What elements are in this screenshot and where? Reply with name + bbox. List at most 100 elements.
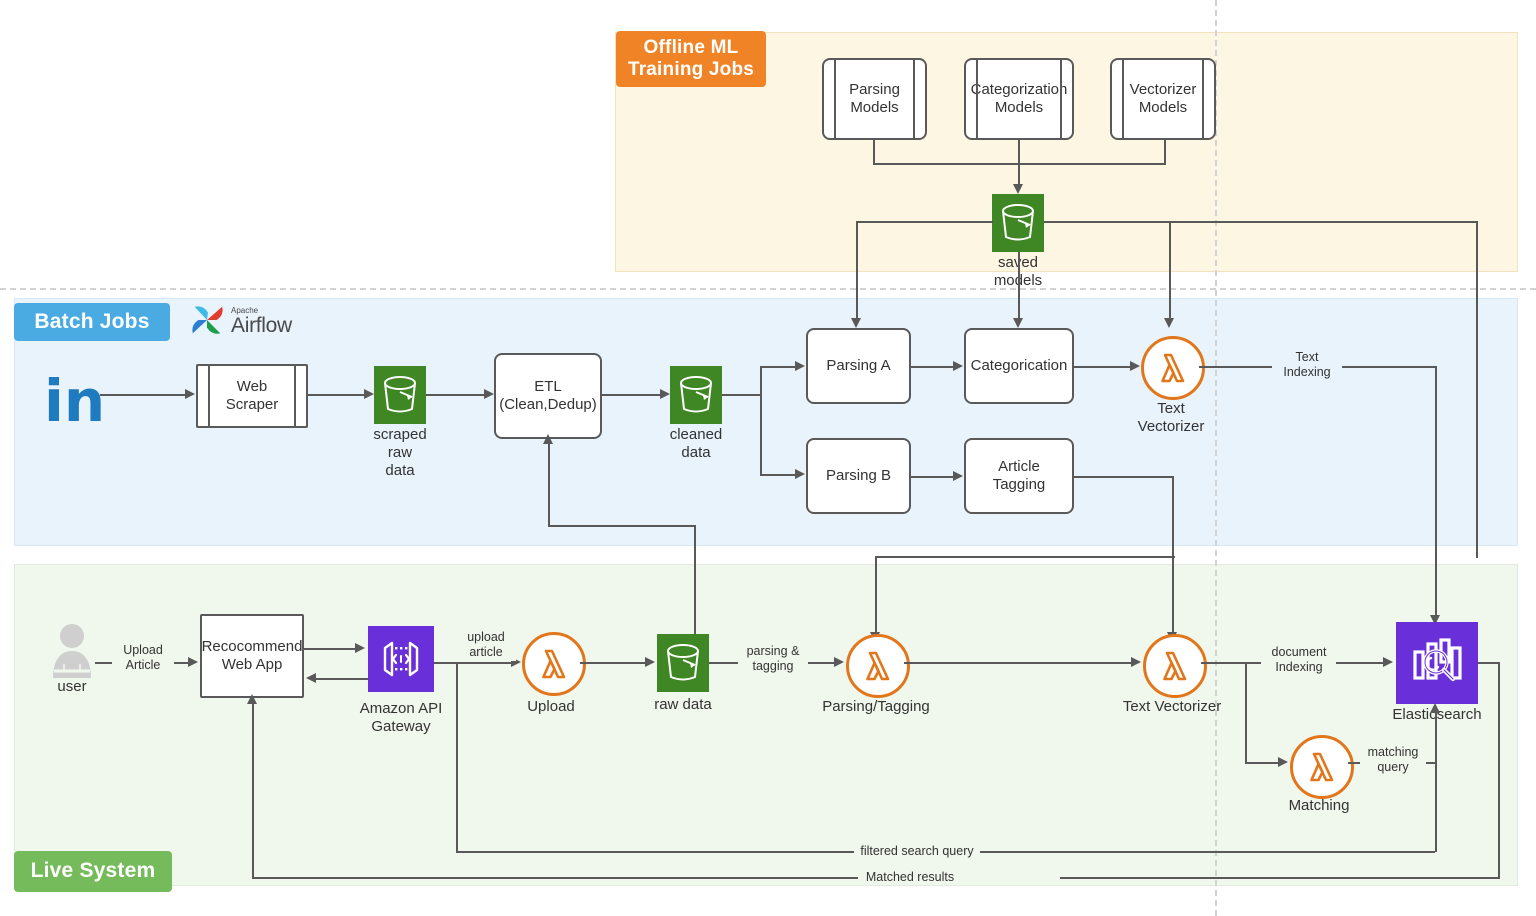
node-etl[interactable]: ETL (Clean,Dedup) bbox=[494, 353, 602, 439]
arrow-parsing-a bbox=[795, 361, 805, 371]
node-user-actor[interactable] bbox=[50, 622, 94, 683]
label-matched-results: Matched results bbox=[858, 870, 962, 886]
edge-saved-right-v bbox=[1476, 221, 1478, 558]
parsing-b-label: Parsing B bbox=[825, 466, 892, 484]
api-gateway-icon bbox=[383, 641, 419, 677]
edge-matching-query-h1 bbox=[1348, 762, 1366, 764]
edge-split-to-parsing-a bbox=[760, 366, 796, 368]
edge-linkedin-scraper bbox=[100, 394, 186, 396]
s3-bucket-icon bbox=[384, 376, 416, 413]
edge-saved-center-v bbox=[1018, 252, 1020, 321]
edge-categorication-vectorizer bbox=[1074, 366, 1131, 368]
node-amazon-api-gateway[interactable] bbox=[368, 626, 434, 692]
label-document-indexing: document Indexing bbox=[1262, 645, 1336, 676]
etl-label-1: ETL bbox=[534, 377, 562, 395]
node-cleaned-data-bucket[interactable] bbox=[670, 366, 722, 424]
arrow-apigw bbox=[355, 643, 365, 653]
node-categorization-models[interactable]: Categorization Models bbox=[964, 58, 1074, 140]
edge-etl-cleaned bbox=[602, 394, 661, 396]
edge-batch-live-h bbox=[875, 556, 1175, 558]
caption-live-text-vectorizer: Text Vectorizer bbox=[1122, 698, 1222, 715]
edge-saved-vectorizer-v bbox=[1169, 221, 1171, 321]
edge-batch-live-v bbox=[875, 556, 877, 636]
categorization-models-label-2: Models bbox=[994, 99, 1044, 116]
divider-vertical bbox=[1215, 0, 1217, 916]
node-vectorizer-models[interactable]: Vectorizer Models bbox=[1110, 58, 1216, 140]
label-upload-article-2: upload article bbox=[456, 630, 516, 661]
edge-webapp-apigw bbox=[304, 648, 356, 650]
caption-batch-text-vectorizer: Text Vectorizer bbox=[1137, 400, 1205, 435]
edge-filtered-v bbox=[456, 662, 458, 852]
edge-tagging-right bbox=[1074, 476, 1174, 478]
node-batch-text-vectorizer[interactable] bbox=[1141, 336, 1205, 400]
caption-parsing-tagging: Parsing/Tagging bbox=[822, 698, 930, 715]
web-scraper-label-1: Web bbox=[236, 377, 268, 395]
node-parsing-models[interactable]: Parsing Models bbox=[822, 58, 927, 140]
parsing-models-label-2: Models bbox=[850, 99, 899, 116]
edge-filtered-v2 bbox=[1435, 762, 1437, 852]
arrow-parsing-b bbox=[795, 469, 805, 479]
edge-parsingb-tagging bbox=[911, 476, 954, 478]
apache-airflow-logo: Apache Airflow bbox=[188, 302, 292, 340]
node-upload-lambda[interactable] bbox=[522, 632, 586, 696]
badge-offline-ml-line2: Training Jobs bbox=[627, 59, 755, 80]
node-parsing-a[interactable]: Parsing A bbox=[806, 328, 911, 404]
arrow-webapp bbox=[188, 657, 198, 667]
edge-rawbucket-etl bbox=[426, 394, 485, 396]
label-text-indexing: Text Indexing bbox=[1272, 350, 1342, 381]
edge-vectorizer-matching-h bbox=[1245, 762, 1279, 764]
node-article-tagging[interactable]: Article Tagging bbox=[964, 438, 1074, 514]
edge-matched-v bbox=[1498, 662, 1500, 878]
edge-saved-left-v bbox=[856, 221, 858, 321]
arrow-etl bbox=[484, 389, 494, 399]
node-raw-data-bucket[interactable] bbox=[657, 634, 709, 692]
etl-label-2: (Clean,Dedup) bbox=[499, 396, 597, 413]
arrow-etl-bottom bbox=[543, 434, 553, 444]
node-parsing-b[interactable]: Parsing B bbox=[806, 438, 911, 514]
edge-filtered-h1 bbox=[456, 851, 856, 853]
node-parsing-tagging-lambda[interactable] bbox=[846, 634, 910, 698]
s3-bucket-icon bbox=[667, 644, 699, 681]
arrow-into-categorication bbox=[1013, 318, 1023, 328]
node-web-scraper[interactable]: Web Scraper bbox=[196, 364, 308, 428]
edge-filtered-h2 bbox=[977, 851, 1435, 853]
web-app-label-1: Recocommend bbox=[201, 637, 303, 655]
node-scraped-raw-data-bucket[interactable] bbox=[374, 366, 426, 424]
edge-vectorizer-models-down bbox=[1164, 140, 1166, 165]
arrow-article-tagging bbox=[953, 471, 963, 481]
web-scraper-label-2: Scraper bbox=[225, 396, 279, 413]
label-parsing-tagging: parsing & tagging bbox=[738, 644, 808, 675]
badge-live-system: Live System bbox=[14, 851, 172, 892]
arrow-scraper bbox=[185, 389, 195, 399]
node-categorication[interactable]: Categorication bbox=[964, 328, 1074, 404]
arrow-cleaned bbox=[660, 389, 670, 399]
edge-matching-query-v bbox=[1435, 710, 1437, 762]
node-matching-lambda[interactable] bbox=[1290, 735, 1354, 799]
arrow-batch-vectorizer bbox=[1130, 361, 1140, 371]
divider-ml-batch bbox=[0, 288, 1536, 290]
aws-lambda-icon bbox=[866, 651, 890, 681]
categorication-label: Categorication bbox=[970, 356, 1068, 374]
node-saved-models-bucket[interactable] bbox=[992, 194, 1044, 252]
edge-matched-h1 bbox=[252, 877, 860, 879]
elasticsearch-icon bbox=[1413, 638, 1462, 682]
badge-offline-ml-line1: Offline ML bbox=[643, 36, 739, 58]
caption-user: user bbox=[57, 678, 87, 695]
edge-apigw-webapp bbox=[316, 678, 368, 680]
edge-rawdata-etl-h bbox=[548, 525, 696, 527]
parsing-models-label-1: Parsing bbox=[849, 80, 900, 98]
edge-matched-h-top bbox=[1478, 662, 1500, 664]
label-filtered-search-query: filtered search query bbox=[854, 844, 980, 860]
edge-text-indexing-v bbox=[1435, 366, 1437, 618]
arrow-webapp-back bbox=[306, 673, 316, 683]
caption-matching: Matching bbox=[1288, 797, 1350, 814]
node-live-text-vectorizer[interactable] bbox=[1143, 634, 1207, 698]
arrow-parsing-tagging bbox=[834, 657, 844, 667]
s3-bucket-icon bbox=[680, 376, 712, 413]
caption-scraped-raw-data: scraped raw data bbox=[373, 426, 427, 479]
edge-cleaned-split-v bbox=[760, 366, 762, 476]
node-elasticsearch[interactable] bbox=[1396, 622, 1478, 704]
caption-raw-data: raw data bbox=[654, 696, 712, 713]
node-recocommend-web-app[interactable]: Recocommend Web App bbox=[200, 614, 304, 698]
